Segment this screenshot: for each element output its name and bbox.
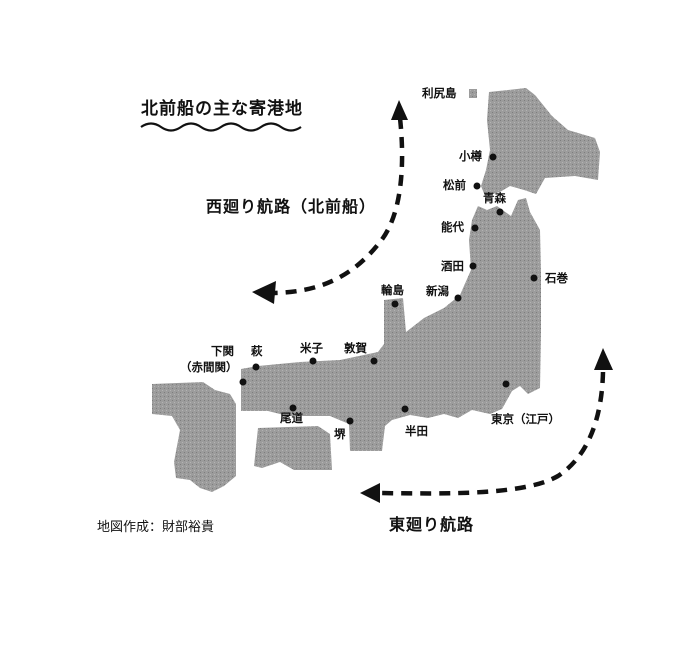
port-label-aomori: 青森	[483, 191, 506, 205]
west-route-tail-arrowhead	[391, 100, 408, 120]
east-route-top-arrowhead	[594, 348, 613, 370]
port-label-hagi: 萩	[251, 344, 263, 358]
east-route-label: 東廻り航路	[389, 515, 475, 534]
port-label-matsumae: 松前	[443, 178, 466, 192]
port-label-shimonoseki: 下関	[211, 344, 234, 358]
port-dot-niigata	[454, 294, 462, 302]
port-label-onomichi: 尾道	[280, 411, 303, 425]
port-label-sakai: 堺	[334, 427, 346, 441]
port-label-tokyo: 東京（江戸）	[491, 412, 560, 426]
port-label-akamagaseki: （赤間関）	[180, 360, 238, 374]
port-label-niigata: 新潟	[426, 284, 449, 298]
port-label-noshiro: 能代	[441, 220, 464, 234]
port-dot-hagi	[252, 363, 260, 371]
port-dot-handa	[401, 405, 409, 413]
map-title: 北前船の主な寄港地	[141, 99, 303, 119]
port-dot-aomori	[496, 208, 504, 216]
port-label-rishiri: 利尻島	[422, 86, 457, 100]
port-label-sakata: 酒田	[441, 259, 464, 273]
port-dot-wajima	[391, 300, 399, 308]
west-route-arrowhead	[252, 281, 276, 304]
port-label-ishinomaki: 石巻	[545, 271, 568, 285]
hokkaido-landmass	[481, 88, 600, 196]
west-route-arrow-line	[273, 117, 405, 296]
port-label-otaru: 小樽	[459, 149, 482, 163]
port-dot-onomichi	[289, 404, 297, 412]
shikoku-landmass	[254, 426, 332, 470]
port-label-handa: 半田	[405, 424, 428, 438]
port-dot-otaru	[489, 153, 497, 161]
rishiri-island	[469, 89, 477, 98]
kyushu-landmass	[152, 382, 236, 492]
port-dot-sakata	[469, 262, 477, 270]
port-label-wajima: 輪島	[381, 283, 404, 297]
port-label-tsuruga: 敦賀	[344, 341, 367, 355]
east-route-arrow-line	[377, 371, 606, 496]
port-dot-tsuruga	[370, 357, 378, 365]
title-wave-underline	[140, 122, 302, 132]
port-dot-matsumae	[473, 182, 481, 190]
west-route-label: 西廻り航路（北前船）	[206, 197, 377, 216]
port-dot-yonago	[309, 357, 317, 365]
port-dot-tokyo	[502, 380, 510, 388]
honshu-landmass	[241, 198, 541, 451]
port-dot-sakai	[346, 417, 354, 425]
port-dot-shimonoseki	[239, 378, 247, 386]
port-dot-noshiro	[471, 224, 479, 232]
port-dot-ishinomaki	[530, 274, 538, 282]
port-label-yonago: 米子	[300, 341, 323, 355]
map-credit: 地図作成：財部裕貴	[97, 520, 215, 535]
east-route-arrowhead	[360, 483, 380, 503]
